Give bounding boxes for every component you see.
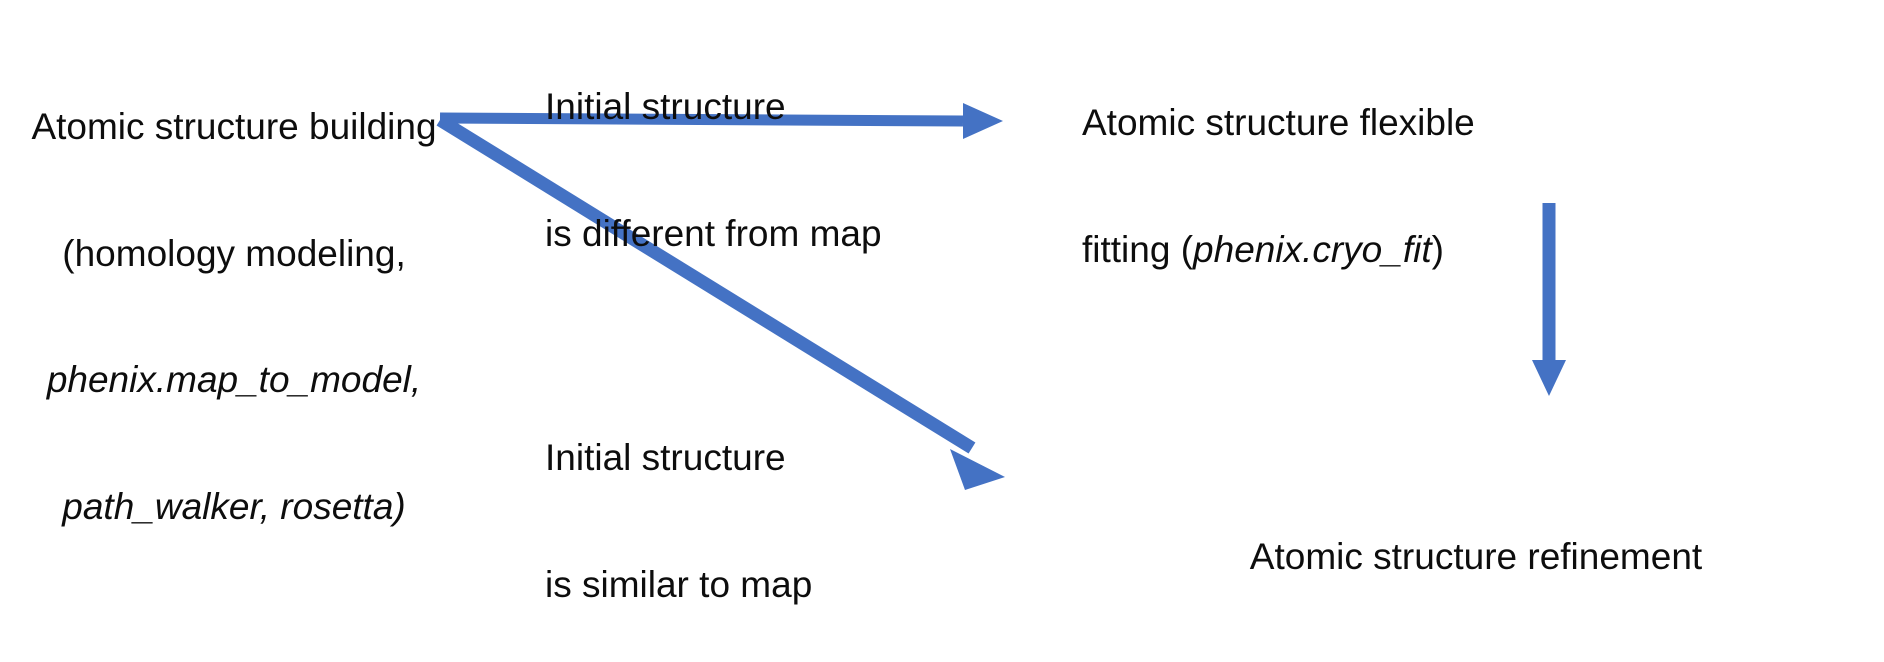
node-building-line-1: Atomic structure building — [31, 106, 437, 148]
node-flexible-fitting-line-2-plain: fitting ( — [1082, 228, 1194, 270]
edge-label-is-similar-to-map: Initial structure is similar to map — [545, 353, 945, 662]
edge-label-different-line-1: Initial structure — [545, 86, 786, 128]
node-building-line-2: (homology modeling, — [62, 232, 406, 274]
edge-label-is-different-from-map: Initial structure is different from map — [545, 2, 945, 339]
edge-label-different-line-2: is different from map — [545, 212, 882, 254]
node-atomic-structure-refinement: Atomic structure refinement (phenix.real… — [1068, 452, 1884, 662]
node-flexible-fitting-line-2: fitting (phenix.cryo_fit) — [1082, 229, 1552, 271]
edge-label-similar-line-1: Initial structure — [545, 437, 786, 479]
node-atomic-structure-building: Atomic structure building (homology mode… — [4, 22, 464, 612]
node-flexible-fitting-program: phenix.cryo_fit — [1193, 228, 1432, 270]
edge-label-similar-line-2: is similar to map — [545, 563, 813, 605]
node-refinement-line-1: Atomic structure refinement — [1249, 536, 1703, 578]
node-flexible-fitting-line-2-tail: ) — [1431, 228, 1444, 270]
node-building-line-4: path_walker, rosetta) — [62, 485, 406, 527]
node-atomic-structure-flexible-fitting: Atomic structure flexible fitting (pheni… — [1082, 18, 1552, 355]
node-building-line-3: phenix.map_to_model, — [46, 359, 422, 401]
node-flexible-fitting-line-1: Atomic structure flexible — [1082, 102, 1475, 144]
